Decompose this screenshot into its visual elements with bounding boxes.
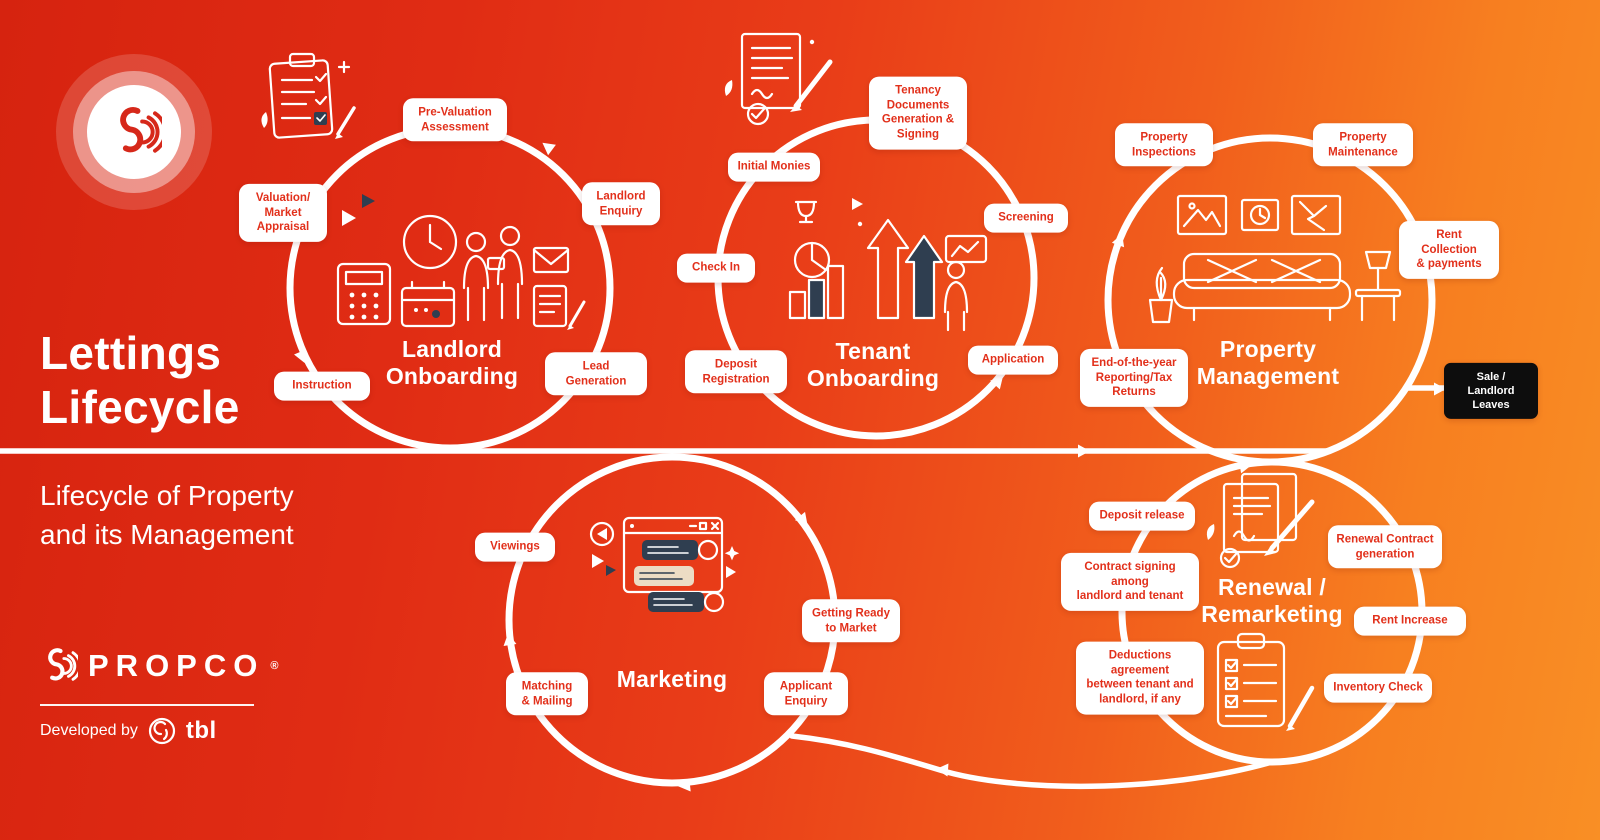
step-pill-renewal-contract-generation: Renewal Contract generation bbox=[1328, 525, 1442, 569]
step-pill-contract-signing-landlord-tenant: Contract signing among landlord and tena… bbox=[1061, 552, 1199, 612]
renewal-contract-icon bbox=[1206, 472, 1315, 569]
step-pill-deposit-registration: Deposit Registration bbox=[685, 350, 787, 394]
propco-wordmark-lockup: PROPCO ® bbox=[38, 646, 278, 686]
step-pill-applicant-enquiry: Applicant Enquiry bbox=[764, 672, 848, 716]
step-pill-rent-increase: Rent Increase bbox=[1354, 606, 1466, 636]
step-pill-matching-mailing: Matching & Mailing bbox=[506, 672, 588, 716]
page-subtitle: Lifecycle of Property and its Management bbox=[40, 480, 294, 551]
step-pill-deposit-release: Deposit release bbox=[1089, 501, 1195, 531]
step-pill-viewings: Viewings bbox=[475, 532, 555, 562]
developed-by-lockup: Developed by tbl bbox=[40, 716, 217, 746]
propco-swirl-icon-small bbox=[48, 648, 78, 681]
step-pill-property-inspections: Property Inspections bbox=[1115, 123, 1213, 167]
logo-disc bbox=[87, 85, 181, 179]
step-pill-instruction: Instruction bbox=[274, 371, 370, 401]
step-pill-tenancy-documents-generation-signing: Tenancy Documents Generation & Signing bbox=[869, 76, 967, 150]
developed-by-label: Developed by bbox=[40, 722, 138, 739]
checklist-clipboard-icon bbox=[261, 52, 356, 139]
stage-title-landlord-onboarding: Landlord Onboarding bbox=[385, 336, 519, 389]
tbl-wordmark: tbl bbox=[185, 717, 217, 744]
step-pill-check-in: Check In bbox=[677, 253, 755, 283]
logo-halo-ring bbox=[73, 71, 195, 193]
step-pill-inventory-check: Inventory Check bbox=[1324, 673, 1432, 703]
exit-badge-sale-landlord-leaves: Sale / Landlord Leaves bbox=[1444, 362, 1538, 420]
step-pill-getting-ready-to-market: Getting Ready to Market bbox=[802, 599, 900, 643]
tenant-growth-icon bbox=[788, 198, 988, 332]
signed-agreement-icon bbox=[724, 32, 833, 126]
step-pill-application: Application bbox=[968, 345, 1058, 375]
step-pill-property-maintenance: Property Maintenance bbox=[1313, 123, 1413, 167]
step-pill-rent-collection-payments: Rent Collection & payments bbox=[1399, 220, 1499, 280]
propco-logo-badge bbox=[56, 54, 212, 210]
step-pill-initial-monies: Initial Monies bbox=[728, 152, 820, 182]
step-pill-valuation-market-appraisal: Valuation/ Market Appraisal bbox=[239, 183, 327, 243]
stage-title-marketing: Marketing bbox=[616, 666, 728, 692]
landlord-meeting-icon bbox=[336, 194, 586, 330]
step-pill-screening: Screening bbox=[984, 203, 1068, 233]
renewal-to-marketing-line bbox=[789, 733, 1275, 790]
tbl-circle-icon bbox=[148, 717, 175, 745]
registered-mark: ® bbox=[270, 660, 279, 672]
marketing-browser-icon bbox=[589, 516, 740, 613]
stage-title-property-management: Property Management bbox=[1196, 336, 1340, 389]
step-pill-landlord-enquiry: Landlord Enquiry bbox=[582, 182, 660, 226]
step-pill-deductions-agreement: Deductions agreement between tenant and … bbox=[1076, 641, 1204, 715]
propco-swirl-icon bbox=[120, 107, 162, 153]
step-pill-end-of-year-reporting-tax-returns: End-of-the-year Reporting/Tax Returns bbox=[1080, 348, 1188, 408]
brand-divider-line bbox=[40, 704, 254, 706]
step-pill-lead-generation: Lead Generation bbox=[545, 352, 647, 396]
inventory-clipboard-icon bbox=[1216, 632, 1315, 731]
propco-wordmark: PROPCO bbox=[88, 648, 265, 683]
living-room-icon bbox=[1148, 194, 1402, 324]
stage-title-renewal-remarketing: Renewal / Remarketing bbox=[1201, 574, 1343, 627]
step-pill-pre-valuation-assessment: Pre-Valuation Assessment bbox=[403, 98, 507, 142]
page-title: Lettings Lifecycle bbox=[40, 327, 240, 434]
marketing-ring bbox=[505, 453, 839, 787]
stage-title-tenant-onboarding: Tenant Onboarding bbox=[806, 338, 940, 391]
